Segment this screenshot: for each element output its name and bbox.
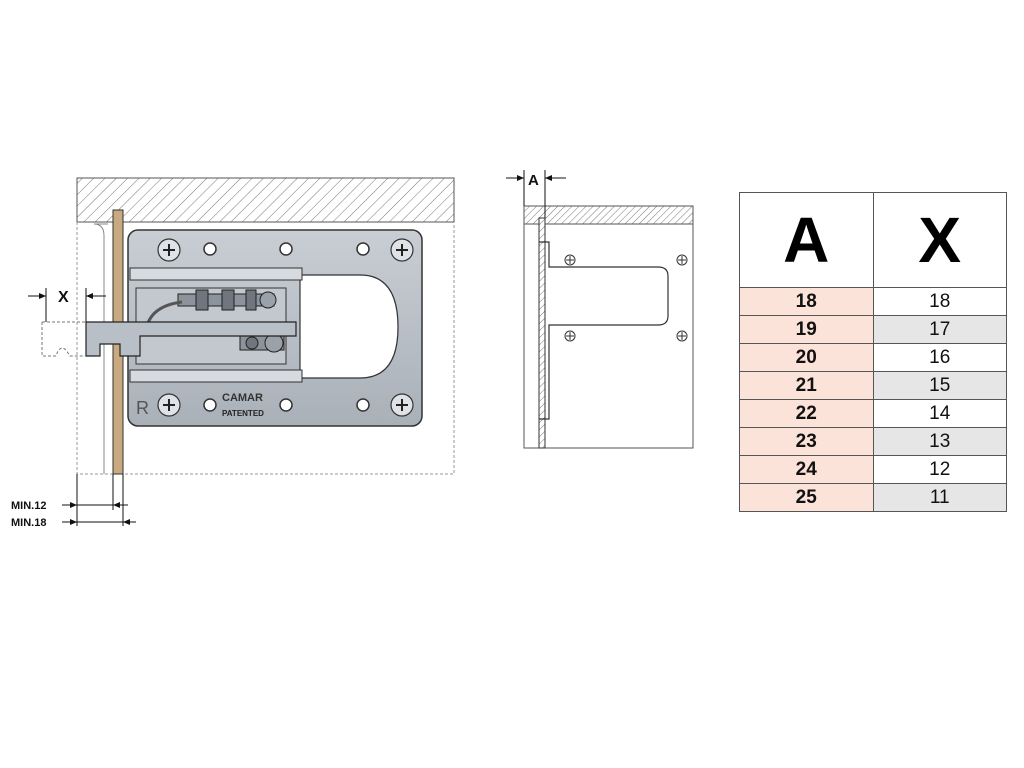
table-row: 19 17: [739, 315, 1007, 344]
side-top-panel: [523, 205, 694, 225]
cell-a: 18: [739, 287, 874, 316]
table-row: 23 13: [739, 427, 1007, 456]
cell-x: 17: [872, 315, 1007, 344]
table-row: 25 11: [739, 483, 1007, 512]
cell-a: 19: [739, 315, 874, 344]
a-dimension-label: A: [528, 172, 539, 189]
brand-text: CAMAR: [222, 392, 263, 404]
cell-a: 22: [739, 399, 874, 428]
min12-label: MIN.12: [11, 500, 46, 512]
side-mark-text: R: [136, 398, 149, 418]
x-dimension: X: [28, 288, 106, 322]
cell-x: 16: [872, 343, 1007, 372]
cell-x: 11: [872, 483, 1007, 512]
header-x: X: [872, 192, 1007, 288]
top-panel-section: [76, 177, 455, 223]
a-dimension: A: [506, 170, 566, 218]
min18-label: MIN.18: [11, 517, 46, 529]
side-wood-section: [538, 217, 546, 449]
table-row: 20 16: [739, 343, 1007, 372]
cell-x: 14: [872, 399, 1007, 428]
cabinet-outline: [76, 222, 455, 475]
cell-x: 18: [872, 287, 1007, 316]
cell-a: 25: [739, 483, 874, 512]
side-view: A: [506, 170, 694, 449]
table-header-row: A X: [739, 192, 1007, 288]
plate-holes: [203, 242, 370, 412]
hanger-plate: R CAMAR PATENTED: [41, 229, 423, 427]
cell-a: 21: [739, 371, 874, 400]
a-x-table: A X 18 18 19 17 20 16 21 15 22 14 23 13: [739, 192, 1007, 512]
table-row: 21 15: [739, 371, 1007, 400]
cell-a: 20: [739, 343, 874, 372]
min-dimensions: MIN.12 MIN.18: [11, 474, 136, 529]
table-row: 22 14: [739, 399, 1007, 428]
cell-x: 15: [872, 371, 1007, 400]
cell-x: 13: [872, 427, 1007, 456]
cell-a: 23: [739, 427, 874, 456]
plate-screws: [157, 238, 414, 417]
header-a: A: [739, 192, 874, 288]
patented-text: PATENTED: [222, 409, 264, 418]
table-row: 18 18: [739, 287, 1007, 316]
cell-x: 12: [872, 455, 1007, 484]
side-holes: [564, 254, 688, 342]
table-row: 24 12: [739, 455, 1007, 484]
x-dimension-label: X: [58, 289, 69, 306]
front-view: R CAMAR PATENTED X MIN.12 MIN.18: [11, 177, 455, 529]
cell-a: 24: [739, 455, 874, 484]
